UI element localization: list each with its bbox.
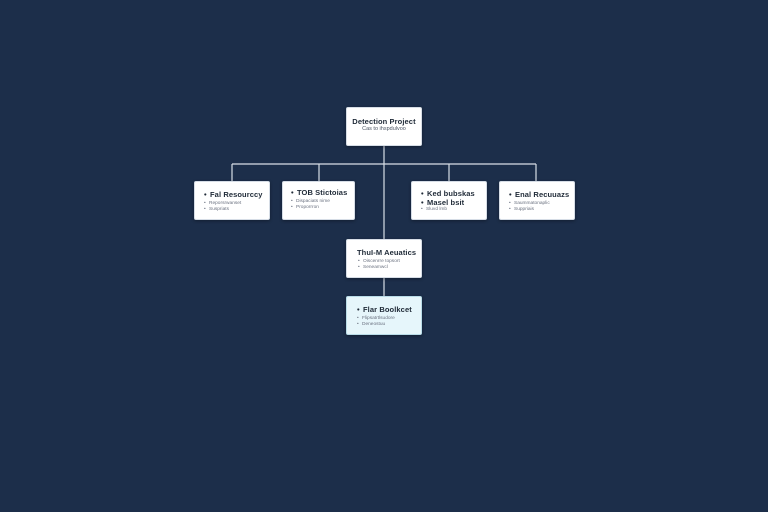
- list-item: Saummatonaplic: [508, 201, 574, 207]
- branch-node-2-title: TOB Stictoias: [290, 188, 354, 197]
- middle-node-title: ThuI-M Aeuatics: [357, 248, 417, 257]
- bottom-node-title: Flar Boolkcet: [356, 305, 421, 314]
- branch-node-1-list: Reporsrwanset Suspriats: [203, 201, 269, 213]
- list-item: Seneamwcl: [357, 265, 421, 271]
- root-node[interactable]: Detection Project Cas to ihspdulvoo: [346, 107, 422, 146]
- list-item: Suspriats: [203, 207, 269, 213]
- branch-node-1-title: Fal Resourccy: [203, 190, 269, 199]
- branch-node-3-title: Ked bubskas: [420, 189, 486, 198]
- list-item: Suppriais: [508, 207, 574, 213]
- branch-node-4[interactable]: Enal Recuuazs Saummatonaplic Suppriais: [499, 181, 575, 220]
- list-item: Flipsatrtlsudore: [356, 316, 421, 322]
- list-item: Oiscenrre topsort: [357, 259, 421, 265]
- root-node-subtitle: Cas to ihspdulvoo: [362, 126, 406, 132]
- branch-node-3[interactable]: Ked bubskas Masel bsit Sluvd lmb: [411, 181, 487, 220]
- list-item: Sluvd lmb: [420, 207, 486, 213]
- middle-node[interactable]: ThuI-M Aeuatics Oiscenrre topsort Seneam…: [346, 239, 422, 278]
- branch-node-2[interactable]: TOB Stictoias Dispaciats nime Proporrron: [282, 181, 355, 220]
- list-item: Proporrron: [290, 205, 354, 211]
- middle-node-list: Oiscenrre topsort Seneamwcl: [357, 259, 421, 271]
- branch-node-4-list: Saummatonaplic Suppriais: [508, 201, 574, 213]
- branch-node-2-list: Dispaciats nime Proporrron: [290, 199, 354, 211]
- bottom-node[interactable]: Flar Boolkcet Flipsatrtlsudore Deneostuu: [346, 296, 422, 335]
- list-item: Dispaciats nime: [290, 199, 354, 205]
- list-item: Reporsrwanset: [203, 201, 269, 207]
- list-item: Deneostuu: [356, 322, 421, 328]
- bottom-node-list: Flipsatrtlsudore Deneostuu: [356, 316, 421, 328]
- branch-node-3-list: Sluvd lmb: [420, 207, 486, 213]
- branch-node-3-title-line2: Masel bsit: [420, 198, 486, 207]
- branch-node-4-title: Enal Recuuazs: [508, 190, 574, 199]
- root-node-title: Detection Project: [352, 117, 416, 126]
- branch-node-1[interactable]: Fal Resourccy Reporsrwanset Suspriats: [194, 181, 270, 220]
